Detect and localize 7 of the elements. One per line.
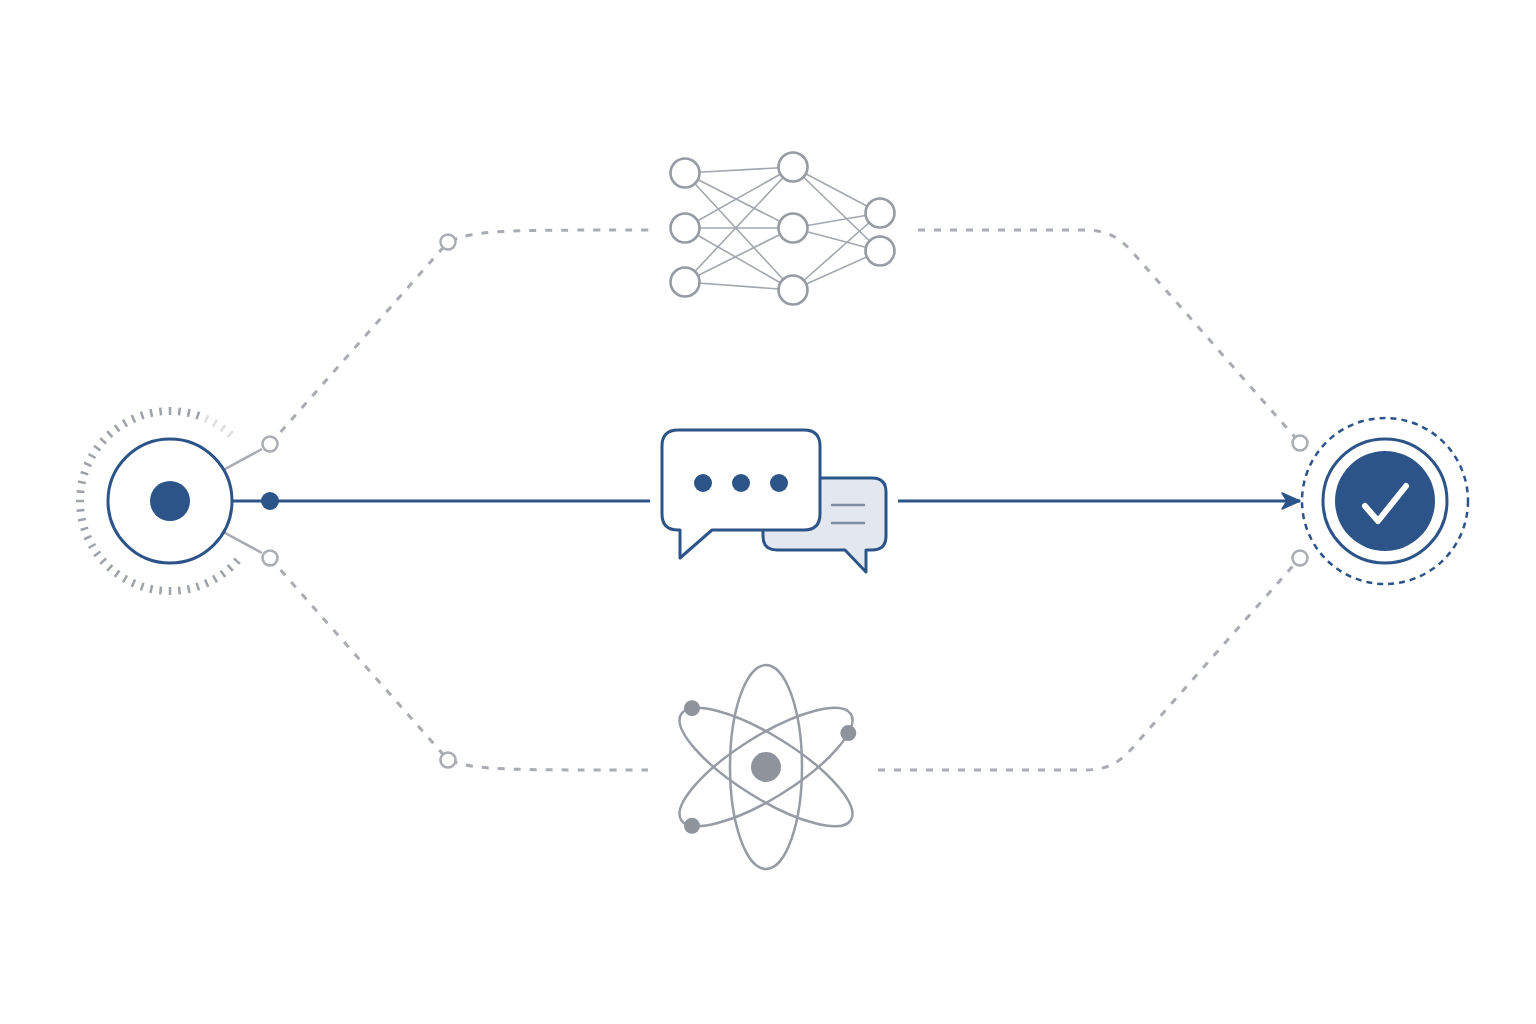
dashed-connector bbox=[261, 228, 650, 453]
dashed-connector bbox=[878, 549, 1309, 772]
dashed-connector bbox=[918, 228, 1309, 452]
check-circle-icon bbox=[1300, 416, 1470, 586]
connector bbox=[261, 492, 650, 510]
arrow bbox=[898, 492, 1301, 510]
dashed-connector bbox=[261, 549, 648, 772]
